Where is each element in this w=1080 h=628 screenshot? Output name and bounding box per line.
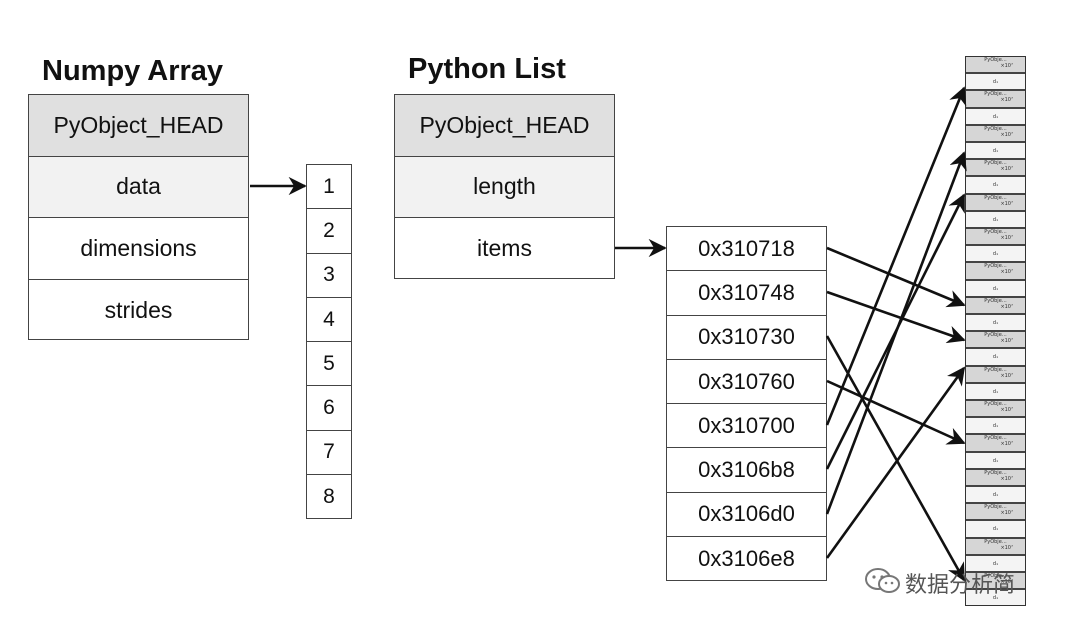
heap-object-value-text: ×10⁷ bbox=[1000, 235, 1013, 241]
pointer-arrow bbox=[825, 86, 967, 426]
pointer-cell: 0x310730 bbox=[667, 316, 826, 360]
heap-object-value-text: ×10⁷ bbox=[1000, 510, 1013, 517]
buffer-cell: 5 bbox=[307, 342, 351, 387]
heap-object-head-text: PyObje… bbox=[984, 538, 1007, 545]
buffer-cell: 1 bbox=[307, 165, 351, 210]
heap-object-value-text: ×10⁷ bbox=[1000, 97, 1013, 104]
pointer-arrow bbox=[825, 366, 966, 559]
pointer-arrow bbox=[826, 290, 966, 344]
heap-object-head-text: PyObje… bbox=[984, 401, 1007, 407]
pointer-arrow bbox=[825, 151, 967, 515]
heap-object-head-text: PyObje… bbox=[984, 194, 1007, 201]
list-field-length: length bbox=[395, 156, 614, 218]
numpy-field-pyobject-head: PyObject_HEAD bbox=[29, 95, 248, 157]
pointer-cell: 0x310718 bbox=[667, 227, 826, 272]
heap-object-head-text: PyObje… bbox=[984, 160, 1007, 167]
watermark-text: 数据分析简 bbox=[905, 573, 1016, 598]
buffer-cell: 6 bbox=[307, 386, 351, 431]
python-list-struct: PyObject_HEAD length items bbox=[394, 94, 615, 279]
pointer-cell: 0x310748 bbox=[667, 271, 826, 316]
numpy-data-buffer: 1 2 3 4 5 6 7 8 bbox=[306, 164, 352, 519]
heap-object-head-text: PyObje… bbox=[984, 263, 1007, 270]
heap-object-head-text: PyObje… bbox=[984, 573, 1007, 579]
heap-object-value-text: ×10⁷ bbox=[1000, 579, 1013, 585]
heap-object-head-text: PyObje… bbox=[984, 332, 1007, 339]
pointer-cell: 0x3106d0 bbox=[667, 493, 826, 538]
numpy-array-title: Numpy Array bbox=[42, 55, 224, 87]
heap-object-value-text: ×10⁷ bbox=[1000, 544, 1013, 551]
heap-object-value-text: ×10⁷ bbox=[1000, 166, 1013, 173]
wechat-icon bbox=[865, 568, 900, 593]
heap-object-head-text: PyObje… bbox=[984, 435, 1007, 442]
list-field-items: items bbox=[477, 235, 532, 262]
pointer-cell: 0x310700 bbox=[667, 404, 826, 449]
heap-object-head-text: PyObje… bbox=[984, 91, 1007, 98]
list-field-pyobject-head: PyObject_HEAD bbox=[395, 95, 614, 157]
heap-object-value-text: ×10⁷ bbox=[1000, 338, 1013, 345]
buffer-cell: 8 bbox=[323, 485, 335, 509]
heap-object-value-text: ×10⁷ bbox=[1000, 407, 1013, 413]
numpy-field-data: data bbox=[29, 156, 248, 218]
heap-object-head-text: PyObje… bbox=[984, 229, 1007, 235]
heap-object-value-text: ×10⁷ bbox=[1000, 303, 1013, 310]
pointer-array: 0x310718 0x310748 0x310730 0x310760 0x31… bbox=[666, 226, 827, 581]
numpy-array-struct: PyObject_HEAD data dimensions strides bbox=[28, 94, 249, 340]
numpy-field-strides: strides bbox=[104, 296, 173, 323]
buffer-cell: 3 bbox=[307, 254, 351, 298]
buffer-cell: 7 bbox=[307, 431, 351, 476]
buffer-cell: 2 bbox=[307, 209, 351, 254]
numpy-field-dimensions: dimensions bbox=[29, 218, 248, 280]
pointer-arrow bbox=[826, 246, 966, 308]
pointer-cell: 0x310760 bbox=[667, 360, 826, 405]
heap-object-head-text: PyObje… bbox=[984, 57, 1007, 63]
heap-object-value-text: ×10⁷ bbox=[1000, 372, 1013, 379]
heap-object-value-text: ×10⁷ bbox=[1000, 269, 1013, 276]
heap-object-head-text: PyObje… bbox=[984, 366, 1007, 373]
heap-object-head-text: PyObje… bbox=[984, 469, 1007, 476]
pointer-cell: 0x3106e8 bbox=[698, 546, 795, 572]
heap-object-value-text: ×10⁷ bbox=[1000, 475, 1013, 482]
heap-object-head-text: PyObje… bbox=[984, 504, 1007, 511]
heap-object-head: PyObje…×10⁷ bbox=[965, 262, 1026, 280]
heap-object-value-text: ×10⁷ bbox=[1000, 63, 1013, 69]
pointer-cell: 0x3106b8 bbox=[667, 448, 826, 493]
heap-object-head: PyObje…×10⁷ bbox=[965, 331, 1026, 349]
pointer-arrow bbox=[826, 379, 966, 445]
heap-object-value-text: ×10⁷ bbox=[1000, 200, 1013, 207]
pointer-arrow bbox=[825, 335, 966, 582]
heap-object-head-text: PyObje… bbox=[984, 125, 1007, 132]
buffer-cell: 4 bbox=[307, 298, 351, 343]
heap-object-value-text: ×10⁷ bbox=[1000, 131, 1013, 138]
heap-object-head-text: PyObje… bbox=[984, 297, 1007, 304]
python-list-title: Python List bbox=[408, 53, 566, 85]
heap-object-value-text: ×10⁷ bbox=[1000, 441, 1013, 448]
